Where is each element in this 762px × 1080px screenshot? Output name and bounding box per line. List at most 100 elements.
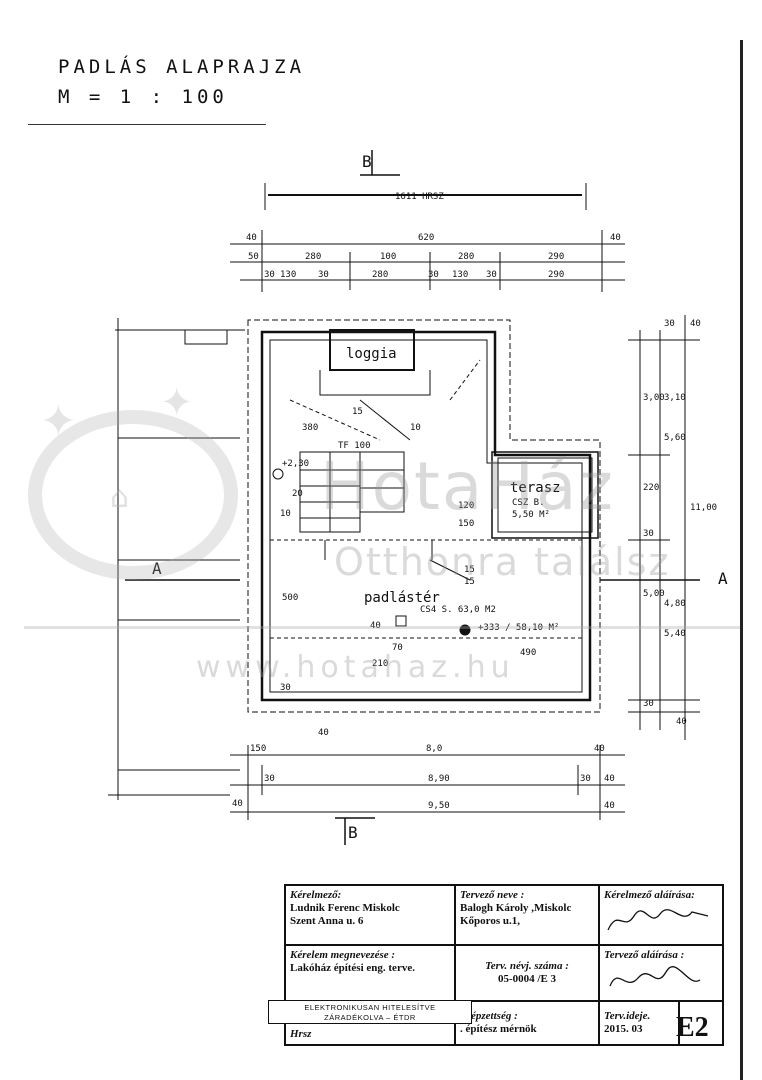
star-icon: ✦: [40, 396, 77, 447]
inner-dim-12: 40: [370, 621, 381, 631]
bottom-dim-1-0: 150: [250, 744, 266, 754]
bottom-dim-3-0: 40: [232, 799, 243, 809]
right-dim-2: 3,00: [643, 393, 665, 403]
top-dim-2-4: 290: [548, 252, 564, 262]
right-dim-12: 40: [676, 717, 687, 727]
top-dim-2-3: 280: [458, 252, 474, 262]
applicant-name: Ludnik Ferenc Miskolc: [290, 902, 400, 914]
top-dim-3-2: 30: [318, 270, 329, 280]
right-dim-11: 30: [643, 699, 654, 709]
applicant-cell: Kérelmező: Ludnik Ferenc Miskolc Szent A…: [285, 885, 455, 945]
top-dim-3-7: 290: [548, 270, 564, 280]
right-dim-8: 5,00: [643, 589, 665, 599]
star-icon-2: ✦: [160, 380, 194, 426]
top-dim-1-0: 40: [246, 233, 257, 243]
section-a-right: A: [718, 569, 728, 588]
watermark-brand: HotaHáz: [320, 448, 616, 525]
inner-dim-5: 10: [280, 509, 291, 519]
sheet-border-right: [740, 40, 743, 1080]
designer-address: Kőporos u.1,: [460, 915, 521, 927]
room-terasz: terasz: [510, 480, 561, 496]
home-icon: ⌂: [110, 480, 130, 515]
applicant-address: Szent Anna u. 6: [290, 915, 364, 927]
inner-dim-2: 380: [302, 423, 318, 433]
inner-dim-6: 20: [292, 489, 303, 499]
date-value: 2015. 03: [604, 1023, 643, 1035]
date-label: Terv.ideje.: [604, 1010, 651, 1022]
registry-value: 05-0004 /E 3: [497, 973, 557, 985]
right-dim-1: 40: [690, 319, 701, 329]
inner-dim-14: 30: [280, 683, 291, 693]
drawing-title: PADLÁS ALAPRAJZA M = 1 : 100: [58, 52, 305, 112]
request-value: Lakóház építési eng. terve.: [290, 962, 415, 974]
bottom-dim-2-3: 40: [604, 774, 615, 784]
terasz-code: CSZ B.: [512, 498, 545, 508]
watermark-slogan: Otthonra találsz: [334, 540, 671, 584]
hrsz-label: Hrsz: [290, 1028, 312, 1040]
inner-dim-11: 490: [520, 648, 536, 658]
designer-label: Tervező neve :: [460, 889, 525, 901]
top-dim-1-2: 40: [610, 233, 621, 243]
designer-signature: [609, 966, 701, 987]
inner-dim-8: 150: [458, 519, 474, 529]
room-loggia: loggia: [346, 346, 397, 362]
top-dim-3-3: 280: [372, 270, 388, 280]
applicant-signature: [607, 909, 709, 931]
registry-label: Terv. névj. száma :: [485, 960, 569, 972]
plot-label: 1611 HRSZ: [395, 192, 444, 202]
qualification-cell: kképzettség : . építész mérnök: [455, 1001, 599, 1045]
request-cell: Kérelem megnevezése : Lakóház építési en…: [285, 945, 455, 1001]
title-block: Kérelmező: Ludnik Ferenc Miskolc Szent A…: [284, 884, 724, 1046]
top-dim-3-1: 130: [280, 270, 296, 280]
designer-signature-cell: Tervező aláírása :: [599, 945, 723, 1001]
top-dim-3-5: 130: [452, 270, 468, 280]
top-dim-3-4: 30: [428, 270, 439, 280]
top-dim-2-1: 280: [305, 252, 321, 262]
right-dim-10: 5,40: [664, 629, 686, 639]
designer-cell: Tervező neve : Balogh Károly ,Miskolc Kő…: [455, 885, 599, 945]
inner-dim-16: 15: [464, 565, 475, 575]
terasz-area: 5,50 M²: [512, 510, 550, 520]
bottom-dim-2-0: 30: [264, 774, 275, 784]
inner-dim-17: 15: [464, 577, 475, 587]
inner-dim-15: 40: [318, 728, 329, 738]
applicant-signature-label: Kérelmező aláírása:: [604, 889, 695, 901]
right-dim-4: 5,60: [664, 433, 686, 443]
inner-dim-1: 10: [410, 423, 421, 433]
qualification-value: . építész mérnök: [460, 1023, 537, 1035]
bottom-dim-3-1: 9,50: [428, 801, 450, 811]
inner-dim-4: +2,30: [282, 459, 309, 469]
right-dim-7: 30: [643, 529, 654, 539]
sheet-number: E2: [676, 1012, 709, 1043]
top-dim-2-0: 50: [248, 252, 259, 262]
title-scale: M = 1 : 100: [58, 86, 228, 108]
applicant-signature-cell: Kérelmező aláírása:: [599, 885, 723, 945]
designer-signature-label: Tervező aláírása :: [604, 949, 685, 961]
request-label: Kérelem megnevezése :: [290, 949, 396, 961]
sheet-number-cell: [679, 1001, 723, 1045]
top-dim-1-1: 620: [418, 233, 434, 243]
padlaster-area: CS4 S. 63,0 M2: [420, 605, 496, 615]
bottom-dim-2-2: 30: [580, 774, 591, 784]
right-dim-6: 220: [643, 483, 659, 493]
right-dim-0: 30: [664, 319, 675, 329]
qualification-label: kképzettség :: [460, 1010, 518, 1022]
stamp-line-2: ZÁRADÉKOLVA – ÉTDR: [324, 1013, 416, 1022]
designer-name: Balogh Károly ,Miskolc: [460, 902, 572, 914]
bottom-dim-1-2: 40: [594, 744, 605, 754]
top-dim-2-2: 100: [380, 252, 396, 262]
inner-dim-7: 120: [458, 501, 474, 511]
right-dim-5: 11,00: [690, 503, 717, 513]
right-dim-3: 3,10: [664, 393, 686, 403]
applicant-label: Kérelmező:: [290, 889, 342, 901]
right-dim-9: 4,80: [664, 599, 686, 609]
section-b-top: B: [362, 152, 372, 171]
title-underline: [28, 124, 266, 125]
room-padlaster: padlástér: [364, 590, 440, 606]
bottom-dim-2-1: 8,90: [428, 774, 450, 784]
padlaster-area-2: +333 / 58,10 M²: [478, 623, 559, 633]
stamp-line-1: ELEKTRONIKUSAN HITELESÍTVE: [304, 1003, 436, 1012]
registry-cell: Terv. névj. száma : 05-0004 /E 3: [455, 945, 599, 1001]
inner-dim-9: 500: [282, 593, 298, 603]
floor-plan: B B A A 1611 HRSZ 40 620 40 50 280 100 2…: [108, 150, 728, 845]
